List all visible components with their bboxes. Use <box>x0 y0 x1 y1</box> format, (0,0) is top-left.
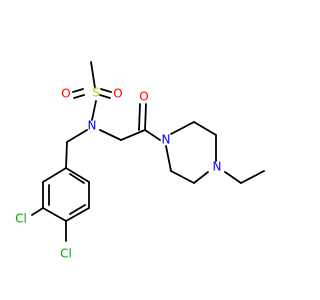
s-oxygen-right-bond-2 <box>99 94 111 99</box>
ch2-carbonyl-bond <box>120 129 146 141</box>
s-oxygen-left-bond <box>72 88 84 93</box>
chlorine-upper-label: Cl <box>15 212 27 226</box>
s-oxygen-left-bond-2 <box>73 94 85 99</box>
ring-double-3 <box>69 173 85 184</box>
nitrogen-piperazine-amide-label: N <box>162 133 171 147</box>
carbonyl-double-bond-b <box>138 103 141 131</box>
carbonyl-n-bond <box>144 129 161 141</box>
s-n-bond <box>91 100 97 121</box>
piperazine-bond-6 <box>165 145 172 172</box>
ring-cl-upper-bond <box>31 207 44 216</box>
ring-bond-3 <box>42 207 67 222</box>
n-benzyl-ch2-bond <box>66 129 88 143</box>
ethyl-bond-2 <box>240 170 265 184</box>
benzyl-ch2-ring-bond <box>65 141 68 169</box>
sulfur-label: S <box>92 86 100 100</box>
ring-bond-6 <box>65 167 90 183</box>
piperazine-bond-4 <box>193 171 209 184</box>
bond-layer <box>31 61 265 242</box>
ring-bond-1 <box>42 167 67 183</box>
molecule-canvas: S O O N O N N Cl Cl <box>15 61 265 261</box>
ethyl-bond-1 <box>224 171 242 184</box>
ring-bond-4 <box>65 207 90 222</box>
n-ch2-bond <box>99 129 122 141</box>
molecule-structure: S O O N O N N Cl Cl <box>15 61 265 261</box>
oxygen-right-label: O <box>113 87 122 101</box>
carbonyl-double-bond-a <box>144 103 147 131</box>
ring-double-2 <box>69 204 86 215</box>
piperazine-bond-1 <box>170 121 195 135</box>
atom-label-layer: S O O N O N N Cl Cl <box>15 86 221 261</box>
methyl-s-bond <box>90 61 96 89</box>
oxygen-left-label: O <box>61 87 70 101</box>
oxygen-carbonyl-label: O <box>139 90 148 104</box>
chlorine-lower-label: Cl <box>60 247 72 261</box>
nitrogen-sulfonamide-label: N <box>88 119 97 133</box>
piperazine-bond-2 <box>193 121 217 136</box>
nitrogen-piperazine-ethyl-label: N <box>213 160 222 174</box>
s-oxygen-right-bond <box>100 88 112 93</box>
piperazine-bond-5 <box>170 170 195 184</box>
